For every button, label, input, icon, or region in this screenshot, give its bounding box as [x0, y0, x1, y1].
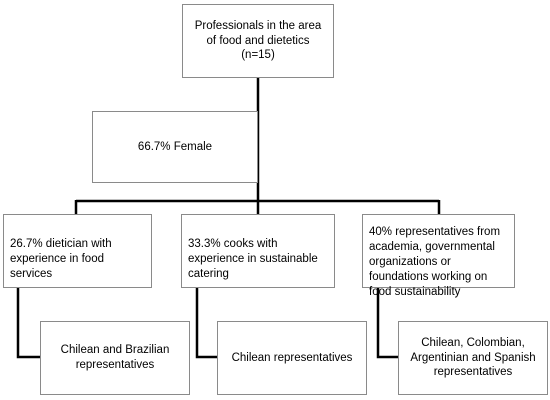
nationality-node-dietician: Chilean and Brazilian representatives [40, 321, 190, 395]
group-node-cooks: 33.3% cooks with experience in sustainab… [181, 214, 335, 288]
root-node: Professionals in the area of food and di… [182, 4, 334, 78]
nationality-node-academia: Chilean, Colombian, Argentinian and Span… [398, 321, 548, 395]
elbow-line-2 [195, 288, 217, 359]
group-node-label: 33.3% cooks with experience in sustainab… [188, 238, 318, 280]
gender-node: 66.7% Female [92, 111, 258, 183]
nationality-node-label: Chilean representatives [231, 351, 353, 364]
group-node-dietician: 26.7% dietician with experience in food … [3, 214, 152, 288]
root-node-label: Professionals in the area of food and di… [194, 19, 322, 62]
group-node-label: 26.7% dietician with experience in food … [10, 238, 112, 280]
nationality-node-label: Chilean and Brazilian representatives [60, 344, 170, 371]
elbow-line-3 [376, 288, 398, 359]
elbow-line-1 [16, 288, 40, 359]
gender-node-label: 66.7% Female [137, 140, 213, 153]
nationality-node-label: Chilean, Colombian, Argentinian and Span… [410, 336, 536, 379]
group-node-label: 40% representatives from academia, gover… [369, 226, 501, 298]
group-node-academia: 40% representatives from academia, gover… [362, 214, 515, 298]
nationality-node-cooks: Chilean representatives [217, 321, 367, 395]
